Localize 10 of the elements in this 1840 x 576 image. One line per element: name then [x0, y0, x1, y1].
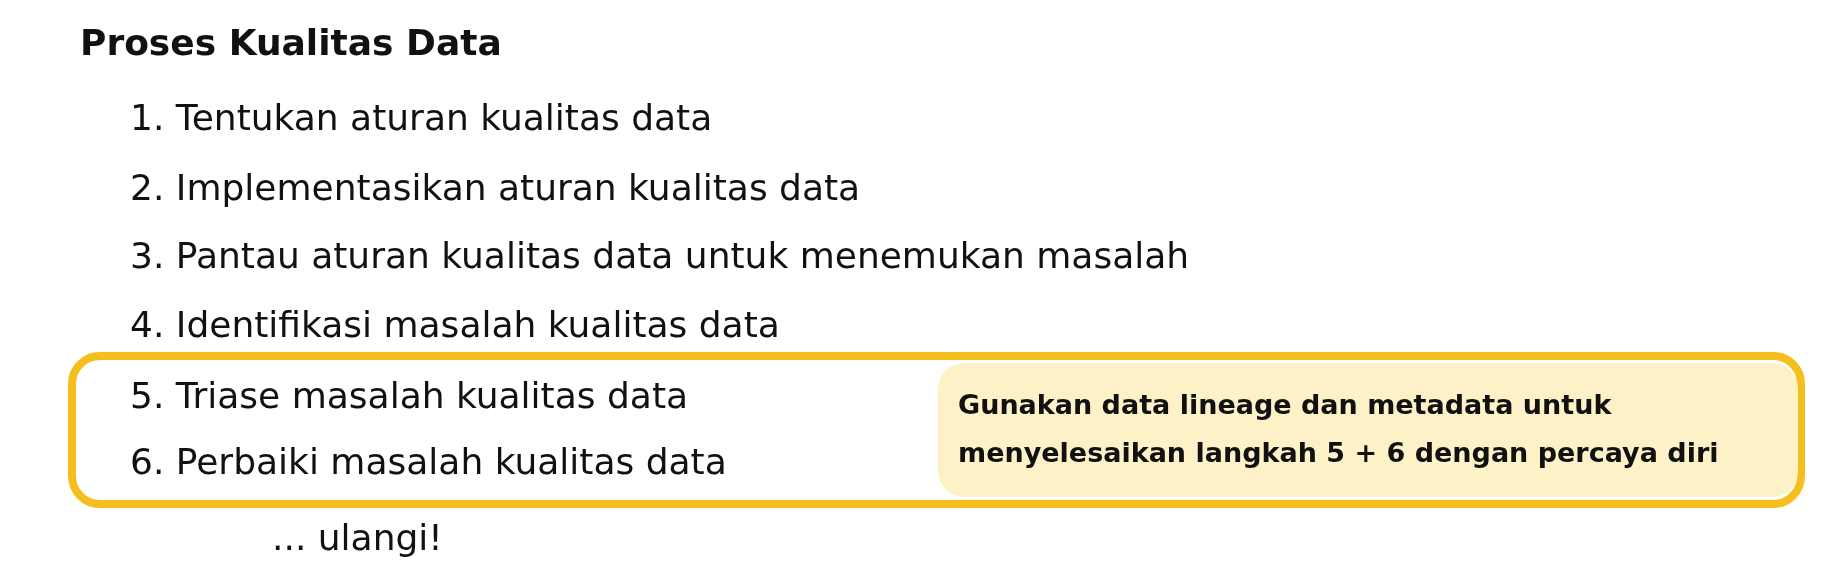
list-item: 4. Identifikasi masalah kualitas data [130, 303, 780, 347]
list-item: 2. Implementasikan aturan kualitas data [130, 166, 861, 210]
title: Proses Kualitas Data [80, 22, 502, 63]
repeat-note: ... ulangi! [272, 516, 443, 560]
list-item: 1. Tentukan aturan kualitas data [130, 96, 713, 140]
list-item: 6. Perbaiki masalah kualitas data [130, 440, 727, 484]
list-item: 5. Triase masalah kualitas data [130, 374, 689, 418]
note-box: Gunakan data lineage dan metadata untuk menyelesaikan langkah 5 + 6 dengan percaya diri [938, 363, 1798, 497]
highlight-frame [68, 352, 1805, 508]
list-item: 3. Pantau aturan kualitas data untuk menemukan masalah [130, 234, 1190, 278]
